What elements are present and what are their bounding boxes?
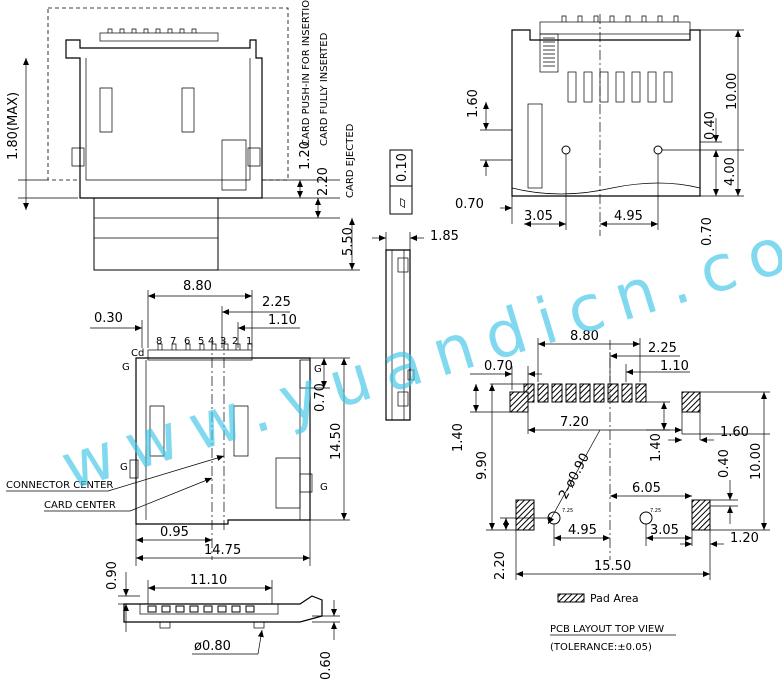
dim-0-70-bottom: 0.70	[700, 217, 715, 246]
side-tabs	[71, 147, 261, 167]
pcb-dim-1-20: 1.20	[730, 531, 759, 546]
flatness-callout: 0.10 ▱	[389, 149, 413, 215]
label-card-center: CARD CENTER	[44, 500, 116, 511]
pcb-dim-2-25: 2.25	[648, 341, 677, 356]
dim-hole: ø0.80	[194, 639, 231, 654]
pcb-hole-small-a: 7.25	[562, 508, 573, 514]
label-g-right-bottom: G	[320, 482, 328, 493]
pcb-hole-small-b: 7.25	[650, 508, 661, 514]
dim-1-60: 1.60	[466, 89, 481, 118]
main-view: 8.80 2.25 0.30 1.10 Cd 8 7 6 5 4 3 2 1 G…	[6, 279, 350, 566]
pcb-dim-1-10: 1.10	[660, 359, 689, 374]
dim-0-30: 0.30	[94, 311, 123, 326]
pin-label-cd: Cd	[131, 348, 144, 359]
side-view: 1.80(MAX) 1.20 CARD PUSH-IN FOR INSERTIO…	[6, 0, 360, 271]
pin-label-5: 5	[198, 336, 204, 347]
flatness-symbol: ▱	[395, 198, 410, 208]
dim-2-25: 2.25	[262, 295, 291, 310]
bottom-pins	[147, 605, 255, 613]
pcb-dim-8-80: 8.80	[570, 329, 599, 344]
pcb-layout-title: PCB LAYOUT TOP VIEW	[550, 624, 664, 635]
label-connector-center: CONNECTOR CENTER	[6, 480, 113, 491]
pcb-dim-4-95: 4.95	[568, 523, 597, 538]
dim-max-height: 1.80(MAX)	[6, 92, 21, 160]
inner-frame	[85, 58, 251, 181]
dim-14-50: 14.50	[329, 423, 344, 460]
pin-teeth	[107, 28, 197, 33]
label-ejected: CARD EJECTED	[345, 123, 356, 198]
pin-label-2: 2	[232, 336, 238, 347]
connector-body	[65, 39, 263, 199]
card-ejected-outline	[93, 198, 219, 271]
dim-4-95: 4.95	[614, 209, 643, 224]
label-g-left-top: G	[122, 362, 130, 373]
eject-latch-main	[275, 457, 301, 509]
pcb-dim-holes: 2-ø0.90	[556, 451, 593, 502]
pcb-dim-0-40: 0.40	[717, 449, 732, 478]
pcb-dim-1-40-mid: 1.40	[649, 433, 664, 462]
label-g-left-bottom: G	[120, 462, 128, 473]
pad-area-legend-swatch	[557, 593, 585, 603]
dim-0-95: 0.95	[160, 525, 189, 540]
pcb-dim-6-05: 6.05	[632, 481, 661, 496]
spring-contacts	[99, 87, 195, 133]
pin-label-3: 3	[220, 336, 226, 347]
dim-4-00: 4.00	[723, 157, 738, 186]
top-right-view: 1.60 10.00 0.40 4.00 0.70 3.05 4.95 0.70	[455, 14, 744, 246]
pin-label-1: 1	[246, 336, 252, 347]
pad-area-label: Pad Area	[590, 592, 639, 605]
pcb-dim-2-20: 2.20	[493, 551, 508, 580]
pcb-layout: 8.80 2.25 0.70 1.10 7.20 1.40 9.90 1.40 …	[451, 329, 770, 653]
pcb-dim-1-60: 1.60	[720, 425, 749, 440]
dim-1-10: 1.10	[268, 313, 297, 328]
dim-thickness: 1.85	[430, 229, 459, 244]
pcb-dim-1-40-left: 1.40	[451, 423, 466, 452]
label-fully-inserted: CARD FULLY INSERTED	[319, 32, 330, 146]
ground-pads	[509, 391, 711, 531]
pin-strip	[99, 32, 219, 42]
pcb-tolerance: (TOLERANCE:±0.05)	[550, 642, 652, 653]
label-push-in: CARD PUSH-IN FOR INSERTION	[301, 0, 312, 146]
pin-label-7: 7	[170, 336, 176, 347]
pcb-dim-0-70: 0.70	[484, 359, 513, 374]
label-g-right-top: G	[314, 364, 322, 375]
dim-0-70: 0.70	[313, 383, 328, 412]
dim-14-75: 14.75	[204, 543, 241, 558]
dim-fully-inserted: 2.20	[316, 167, 331, 196]
pcb-dim-15-50: 15.50	[594, 559, 631, 574]
dim-ejected: 5.50	[341, 227, 356, 256]
edge-view: 1.85	[372, 229, 459, 421]
dim-0-60: 0.60	[319, 651, 334, 680]
pcb-dim-9-90: 9.90	[475, 451, 490, 480]
contact-windows	[567, 71, 673, 103]
dim-11-10: 11.10	[190, 573, 227, 588]
pin-label-8: 8	[156, 336, 162, 347]
pcb-dim-3-05: 3.05	[650, 523, 679, 538]
pin-label-6: 6	[184, 336, 190, 347]
pcb-dim-10-00: 10.00	[749, 443, 764, 480]
dim-push-in: 1.20	[298, 141, 313, 170]
spring-contacts-main	[149, 405, 249, 457]
pin-label-4: 4	[208, 336, 214, 347]
eject-latch	[221, 139, 247, 191]
pcb-dim-7-20: 7.20	[560, 415, 589, 430]
bottom-view: 0.90 11.10 ø0.80 0.60	[105, 561, 340, 680]
flatness-value: 0.10	[395, 153, 410, 182]
signal-pads	[523, 383, 647, 403]
dim-0-70-left: 0.70	[455, 197, 484, 212]
dim-0-40: 0.40	[703, 111, 718, 140]
dim-10-00: 10.00	[725, 73, 740, 110]
dim-3-05: 3.05	[524, 209, 553, 224]
dim-8-80: 8.80	[183, 279, 212, 294]
dim-0-90: 0.90	[105, 561, 120, 590]
